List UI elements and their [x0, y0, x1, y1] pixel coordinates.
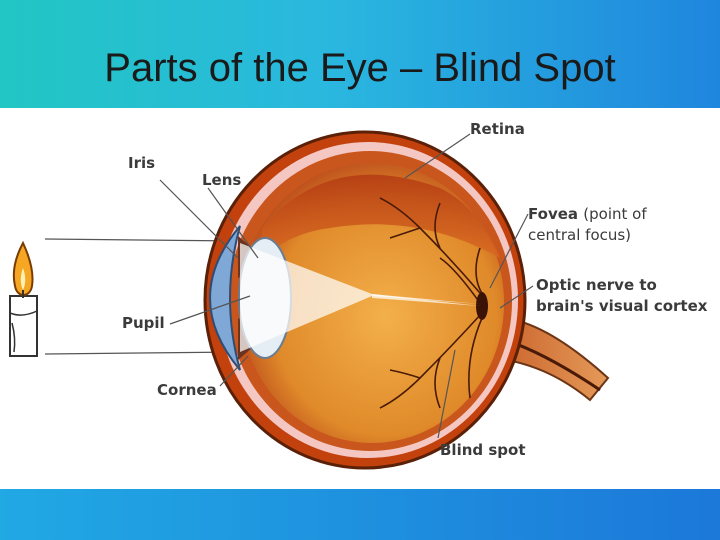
eye-illustration: [9, 130, 610, 470]
fovea-term: Fovea: [528, 205, 579, 223]
label-fovea: Fovea (point of: [528, 205, 647, 224]
candle-icon: [9, 295, 38, 357]
retina-blood-vessels: [379, 197, 486, 409]
footer-bar: [0, 489, 720, 540]
eye-diagram: Retina Iris Lens Fovea (point of central…: [0, 108, 720, 489]
label-retina: Retina: [470, 120, 525, 138]
label-iris: Iris: [128, 154, 156, 172]
cornea-shape: [209, 225, 241, 371]
flame-icon: [12, 240, 34, 298]
label-optic-nerve-line-2: brain's visual cortex: [536, 297, 708, 315]
fovea-note-line-1: (point of: [583, 205, 647, 223]
label-cornea: Cornea: [157, 381, 217, 399]
title-bar: [0, 0, 720, 108]
label-lens: Lens: [202, 171, 242, 189]
leader-lines: [159, 133, 534, 439]
label-pupil: Pupil: [122, 314, 165, 332]
label-optic-nerve-line-1: Optic nerve to: [536, 276, 657, 294]
light-rays: [44, 238, 241, 355]
label-blind-spot: Blind spot: [440, 441, 526, 459]
fovea-note-line-2: central focus): [528, 226, 632, 244]
optic-disc: [476, 292, 488, 320]
focused-light: [240, 243, 480, 352]
slide-title: Parts of the Eye – Blind Spot: [104, 46, 616, 90]
